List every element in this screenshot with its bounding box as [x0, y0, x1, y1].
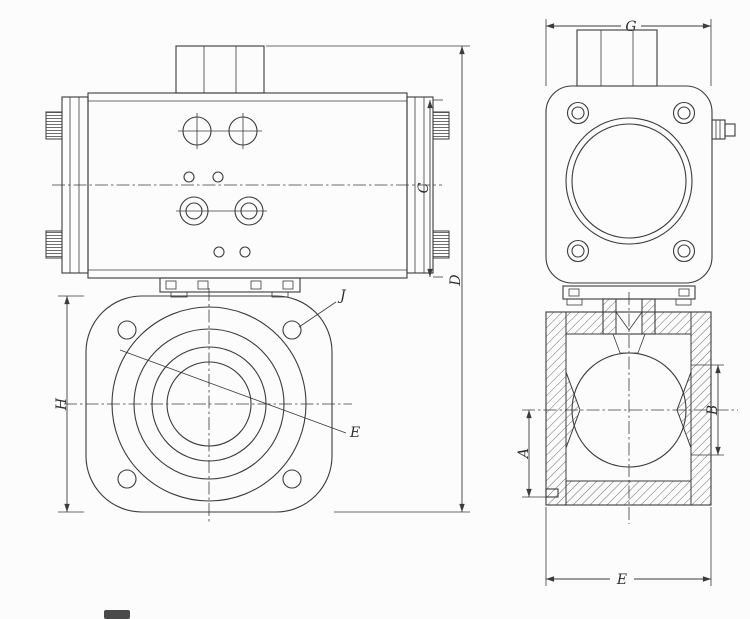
dimension-e-bottom: E [545, 507, 712, 588]
dimension-c: C [416, 99, 443, 278]
dimension-h: H [54, 295, 84, 513]
adjust-screw-icon [432, 111, 450, 140]
dim-label-g: G [625, 19, 636, 35]
adjust-screw-icon [45, 111, 63, 140]
dimension-g: G [545, 19, 712, 86]
dim-label-b: B [705, 405, 721, 416]
valve-flange-front [64, 288, 352, 524]
radius-leader [119, 349, 347, 434]
bracket-front [159, 277, 301, 298]
adjust-screw-icon [432, 230, 450, 259]
dim-label-h: H [54, 397, 70, 411]
actuator-front [45, 45, 450, 279]
scan-artifact [104, 610, 130, 619]
front-view: H C D J E [45, 45, 470, 524]
dimension-a: A [516, 410, 546, 498]
dim-label-d: D [448, 274, 464, 286]
actuator-side [545, 29, 736, 284]
side-view: G [516, 19, 738, 588]
j-leader [298, 301, 337, 328]
dim-label-c: C [416, 182, 432, 193]
air-fitting [711, 119, 736, 140]
dim-label-e-bottom: E [616, 572, 627, 588]
dim-label-e-front: E [349, 425, 360, 441]
dimension-d: D [266, 45, 470, 513]
dim-label-j: J [337, 288, 347, 304]
valve-section [522, 292, 738, 524]
dim-label-a: A [516, 448, 532, 460]
dimension-b: B [691, 364, 724, 456]
adjust-screw-icon [45, 230, 63, 259]
